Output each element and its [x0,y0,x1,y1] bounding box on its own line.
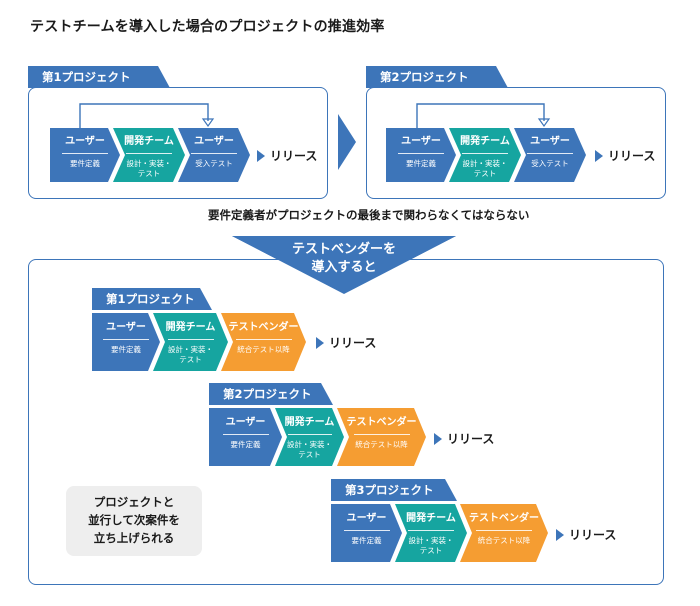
after-3-stage-user: ユーザー 要件定義 [331,504,402,562]
before-2-release: リリース [595,147,655,164]
before-project-1-tab: 第1プロジェクト [28,66,170,88]
after-3-stage-dev: 開発チーム 設計・実装・ テスト [395,504,467,562]
after-2-release: リリース [434,430,494,447]
parallel-note-bubble: プロジェクトと 並行して次案件を 立ち上げられる [66,486,202,556]
before-1-release: リリース [257,147,317,164]
parallel-note-text: プロジェクトと 並行して次案件を 立ち上げられる [88,495,180,545]
before-1-stage-user: ユーザー 要件定義 [50,128,120,182]
after-1-release: リリース [316,334,376,351]
after-2-stage-test: テストベンダー 統合テスト以降 [337,408,426,466]
release-triangle-icon [257,149,265,162]
release-triangle-icon [316,336,324,349]
before-1-loop-arrow [79,103,209,128]
release-triangle-icon [556,528,564,541]
before-1-stage-accept: ユーザー 受入テスト [178,128,250,182]
after-1-stage-dev: 開発チーム 設計・実装・ テスト [153,313,228,371]
release-triangle-icon [595,149,603,162]
before-2-loop-arrow [416,103,545,128]
page-title: テストチームを導入した場合のプロジェクトの推進効率 [30,19,385,35]
after-project-2-tab: 第2プロジェクト [209,383,333,405]
before-project-2-tab: 第2プロジェクト [366,66,508,88]
after-1-stage-user: ユーザー 要件定義 [92,313,160,371]
banner-text: テストベンダーを 導入すると [291,242,396,275]
transition-arrow [338,114,356,170]
before-note: 要件定義者がプロジェクトの最後まで関わらなくてはならない [208,208,530,222]
after-3-release: リリース [556,526,616,543]
after-project-1-tab: 第1プロジェクト [92,288,212,310]
before-2-stage-user: ユーザー 要件定義 [386,128,456,182]
after-2-stage-user: ユーザー 要件定義 [209,408,282,466]
after-project-3-tab: 第3プロジェクト [331,479,457,501]
before-2-stage-accept: ユーザー 受入テスト [514,128,586,182]
before-1-stage-dev: 開発チーム 設計・実装・ テスト [113,128,185,182]
after-3-stage-test: テストベンダー 統合テスト以降 [460,504,548,562]
before-2-stage-dev: 開発チーム 設計・実装・ テスト [449,128,521,182]
release-triangle-icon [434,432,442,445]
after-1-stage-test: テストベンダー 統合テスト以降 [221,313,306,371]
